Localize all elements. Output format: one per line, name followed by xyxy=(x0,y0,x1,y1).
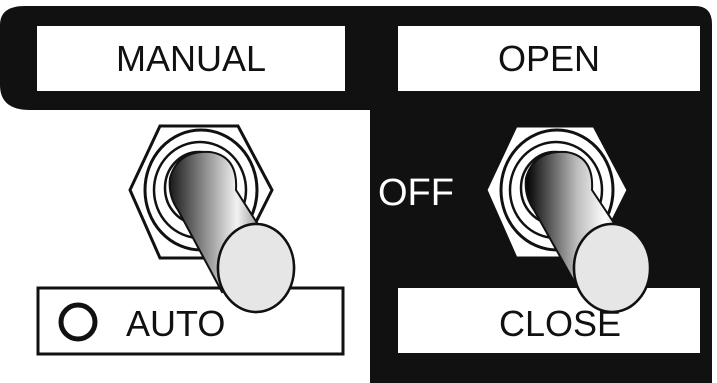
auto-label: AUTO xyxy=(126,296,266,352)
manual-label: MANUAL xyxy=(37,26,345,91)
indicator-lamp-icon xyxy=(61,305,95,339)
close-label: CLOSE xyxy=(470,296,650,352)
off-label: OFF xyxy=(378,168,468,218)
left-toggle-switch[interactable] xyxy=(130,126,294,312)
open-label: OPEN xyxy=(398,26,700,91)
